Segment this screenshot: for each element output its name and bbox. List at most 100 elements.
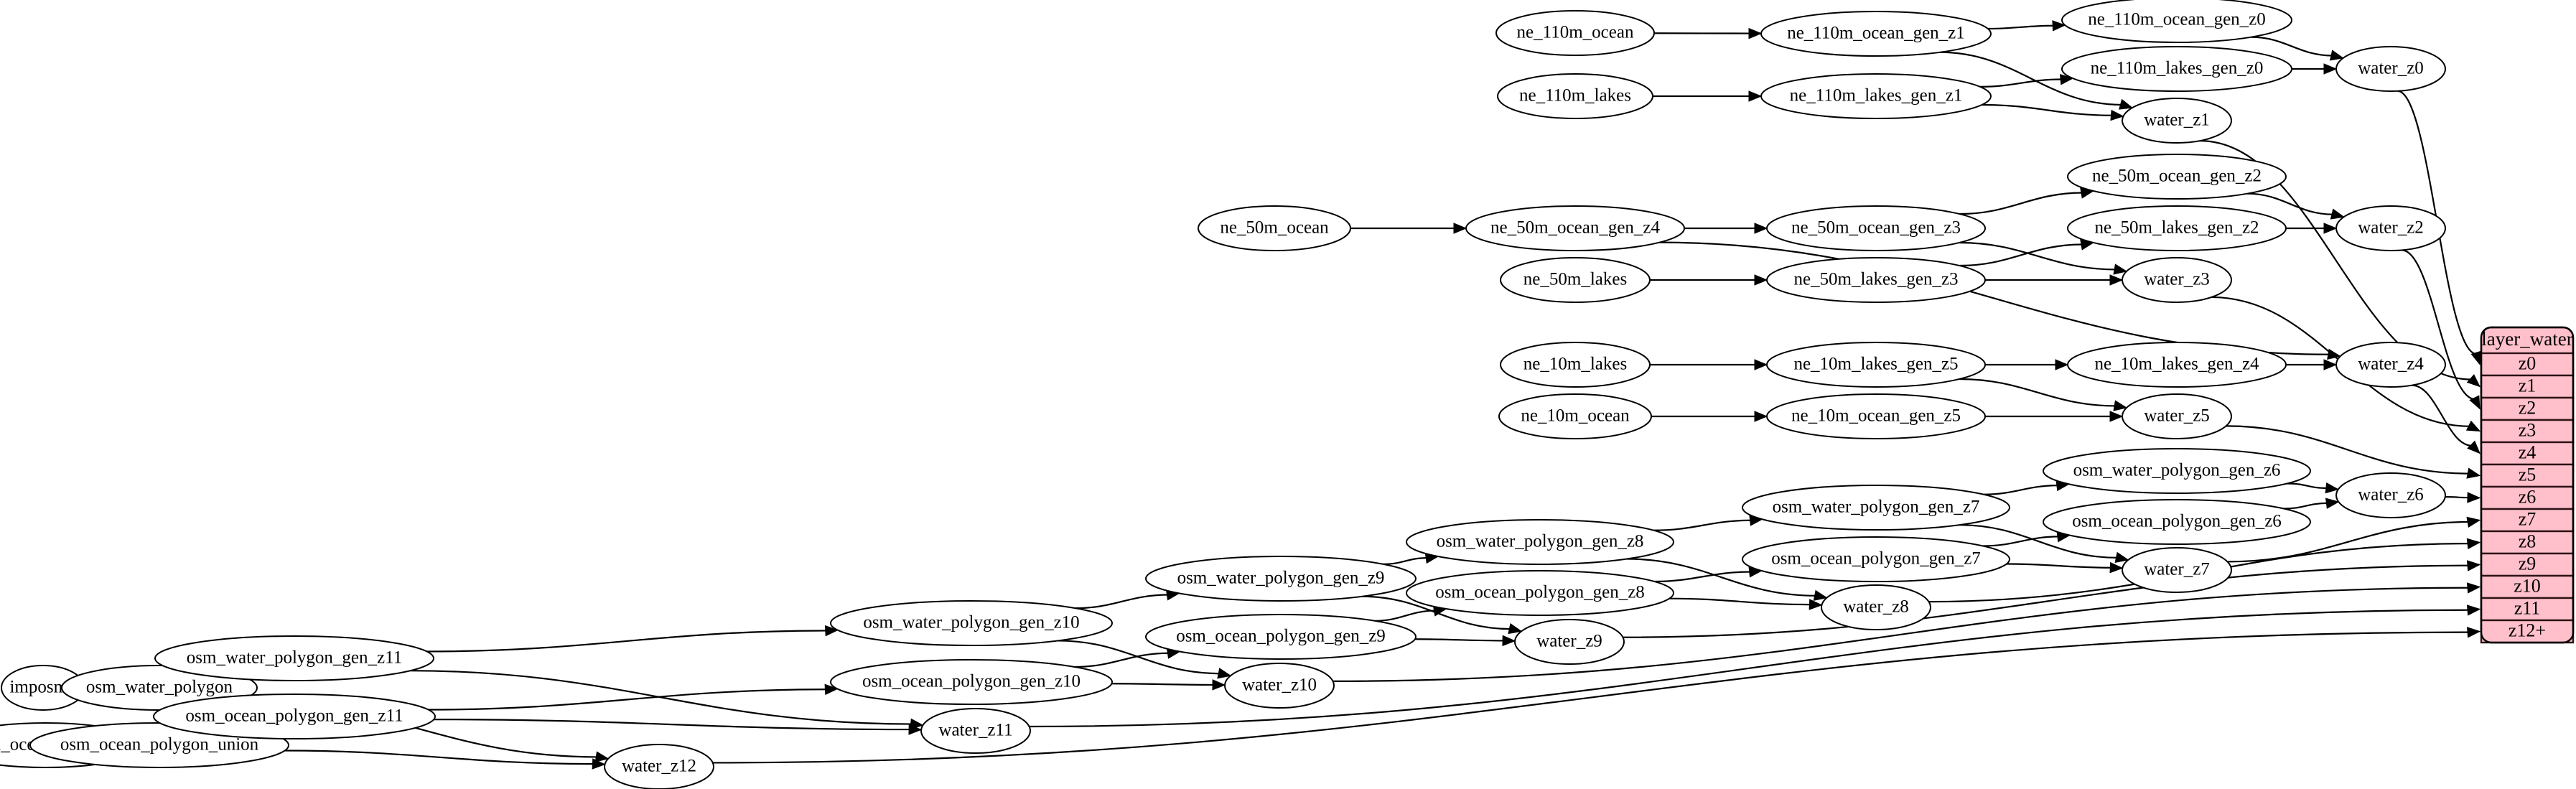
graph-node-water_z7[interactable]: water_z7	[2122, 547, 2232, 593]
node-ellipse[interactable]	[1498, 393, 1652, 439]
node-ellipse[interactable]	[1766, 342, 1986, 388]
node-ellipse[interactable]	[2043, 448, 2311, 494]
graph-node-ne_50m_ocean[interactable]: ne_50m_ocean	[1198, 205, 1351, 251]
graph-node-ne_10m_lakes_gen_z5[interactable]: ne_10m_lakes_gen_z5	[1766, 342, 1986, 388]
node-ellipse[interactable]	[2335, 472, 2446, 518]
node-ellipse[interactable]	[2122, 547, 2232, 593]
node-ellipse[interactable]	[2122, 393, 2232, 439]
graph-node-ne_10m_lakes_gen_z4[interactable]: ne_10m_lakes_gen_z4	[2067, 342, 2287, 388]
graph-node-ne_110m_lakes[interactable]: ne_110m_lakes	[1497, 73, 1653, 119]
graph-node-osm_water_polygon_gen_z11[interactable]: osm_water_polygon_gen_z11	[154, 635, 434, 681]
node-ellipse[interactable]	[2067, 342, 2287, 388]
graph-node-ne_50m_ocean_gen_z3[interactable]: ne_50m_ocean_gen_z3	[1766, 205, 1986, 251]
table-row-label: z12+	[2509, 620, 2546, 640]
graph-node-osm_ocean_polygon_gen_z11[interactable]: osm_ocean_polygon_gen_z11	[153, 694, 436, 739]
node-ellipse[interactable]	[1766, 205, 1986, 251]
edge-arrowhead	[2466, 374, 2481, 388]
node-ellipse[interactable]	[830, 659, 1113, 705]
graph-node-water_z4[interactable]: water_z4	[2335, 342, 2446, 388]
graph-node-osm_ocean_polygon_gen_z6[interactable]: osm_ocean_polygon_gen_z6	[2043, 499, 2311, 545]
graph-node-ne_50m_lakes_gen_z3[interactable]: ne_50m_lakes_gen_z3	[1766, 257, 1986, 303]
node-ellipse[interactable]	[1514, 619, 1625, 665]
graph-node-ne_110m_ocean[interactable]: ne_110m_ocean	[1495, 10, 1655, 56]
graph-node-water_z6[interactable]: water_z6	[2335, 472, 2446, 518]
graph-node-ne_50m_lakes_gen_z2[interactable]: ne_50m_lakes_gen_z2	[2067, 205, 2287, 251]
edge-line	[2287, 482, 2328, 490]
graph-node-osm_water_polygon_gen_z6[interactable]: osm_water_polygon_gen_z6	[2043, 448, 2311, 494]
graph-node-osm_ocean_polygon_gen_z9[interactable]: osm_ocean_polygon_gen_z9	[1145, 614, 1417, 660]
node-ellipse[interactable]	[2335, 46, 2446, 92]
target-table-layer-water[interactable]: layer_waterz0z1z2z3z4z5z6z7z8z9z10z11z12…	[2480, 326, 2575, 644]
node-label: water_z5	[2144, 406, 2210, 426]
graph-node-water_z8[interactable]: water_z8	[1821, 584, 1931, 630]
node-ellipse[interactable]	[920, 708, 1031, 754]
graph-node-osm_ocean_polygon_gen_z10[interactable]: osm_ocean_polygon_gen_z10	[830, 659, 1113, 705]
node-ellipse[interactable]	[1406, 570, 1674, 616]
node-ellipse[interactable]	[154, 635, 434, 681]
graph-node-osm_water_polygon_gen_z10[interactable]: osm_water_polygon_gen_z10	[830, 600, 1113, 646]
graph-node-water_z9[interactable]: water_z9	[1514, 619, 1625, 665]
graph-node-water_z12[interactable]: water_z12	[604, 744, 714, 789]
graph-node-water_z11[interactable]: water_z11	[920, 708, 1031, 754]
node-ellipse[interactable]	[1766, 393, 1986, 439]
graph-node-osm_ocean_polygon_gen_z8[interactable]: osm_ocean_polygon_gen_z8	[1406, 570, 1674, 616]
node-ellipse[interactable]	[1760, 11, 1992, 57]
node-ellipse[interactable]	[1821, 584, 1931, 630]
table-row-cell[interactable]	[2480, 552, 2575, 577]
graph-edge	[1653, 515, 1763, 531]
graph-node-ne_50m_ocean_gen_z4[interactable]: ne_50m_ocean_gen_z4	[1465, 205, 1685, 251]
node-ellipse[interactable]	[2122, 257, 2232, 303]
graph-node-water_z2[interactable]: water_z2	[2335, 205, 2446, 251]
graph-node-ne_110m_ocean_gen_z0[interactable]: ne_110m_ocean_gen_z0	[2061, 0, 2292, 43]
graph-node-osm_water_polygon_gen_z9[interactable]: osm_water_polygon_gen_z9	[1145, 556, 1417, 602]
node-ellipse[interactable]	[1465, 205, 1685, 251]
node-ellipse[interactable]	[1145, 614, 1417, 660]
graph-node-ne_50m_lakes[interactable]: ne_50m_lakes	[1500, 257, 1651, 303]
graph-node-ne_110m_ocean_gen_z1[interactable]: ne_110m_ocean_gen_z1	[1760, 11, 1992, 57]
table-row-cell[interactable]	[2480, 485, 2575, 510]
graph-node-ne_10m_ocean[interactable]: ne_10m_ocean	[1498, 393, 1652, 439]
graph-node-imposm3[interactable]: imposm3	[1, 665, 85, 711]
node-ellipse[interactable]	[1766, 257, 1986, 303]
graph-node-water_z10[interactable]: water_z10	[1224, 663, 1335, 709]
node-ellipse[interactable]	[2067, 154, 2287, 200]
node-ellipse[interactable]	[1500, 257, 1651, 303]
graph-node-ne_50m_ocean_gen_z2[interactable]: ne_50m_ocean_gen_z2	[2067, 154, 2287, 200]
node-ellipse[interactable]	[2122, 98, 2232, 144]
graph-node-ne_10m_ocean_gen_z5[interactable]: ne_10m_ocean_gen_z5	[1766, 393, 1986, 439]
node-ellipse[interactable]	[153, 694, 436, 739]
node-ellipse[interactable]	[1198, 205, 1351, 251]
graph-node-osm_ocean_polygon_gen_z7[interactable]: osm_ocean_polygon_gen_z7	[1742, 536, 2010, 582]
node-ellipse[interactable]	[1145, 556, 1417, 602]
graph-node-water_z3[interactable]: water_z3	[2122, 257, 2232, 303]
table-row-cell[interactable]	[2480, 419, 2575, 444]
graph-node-water_z5[interactable]: water_z5	[2122, 393, 2232, 439]
node-ellipse[interactable]	[1742, 485, 2010, 531]
edge-arrowhead	[1754, 274, 1768, 286]
node-ellipse[interactable]	[1760, 73, 1992, 119]
graph-node-ne_10m_lakes[interactable]: ne_10m_lakes	[1500, 342, 1651, 388]
graph-node-osm_water_polygon_gen_z7[interactable]: osm_water_polygon_gen_z7	[1742, 485, 2010, 531]
node-ellipse[interactable]	[830, 600, 1113, 646]
graph-node-ne_110m_lakes_gen_z1[interactable]: ne_110m_lakes_gen_z1	[1760, 73, 1992, 119]
graph-edge	[1985, 359, 2069, 370]
node-ellipse[interactable]	[2061, 46, 2292, 92]
node-ellipse[interactable]	[2335, 205, 2446, 251]
graph-node-water_z1[interactable]: water_z1	[2122, 98, 2232, 144]
node-ellipse[interactable]	[2335, 342, 2446, 388]
node-ellipse[interactable]	[2067, 205, 2287, 251]
node-ellipse[interactable]	[1500, 342, 1651, 388]
graph-node-ne_110m_lakes_gen_z0[interactable]: ne_110m_lakes_gen_z0	[2061, 46, 2292, 92]
edge-line	[2226, 425, 2470, 475]
node-ellipse[interactable]	[1406, 519, 1674, 565]
graph-node-osm_water_polygon_gen_z8[interactable]: osm_water_polygon_gen_z8	[1406, 519, 1674, 565]
node-ellipse[interactable]	[1224, 663, 1335, 709]
node-ellipse[interactable]	[1497, 73, 1653, 119]
table-row-cell[interactable]	[2480, 530, 2575, 555]
node-ellipse[interactable]	[1495, 10, 1655, 56]
node-ellipse[interactable]	[2061, 0, 2292, 43]
node-ellipse[interactable]	[1742, 536, 2010, 582]
graph-node-water_z0[interactable]: water_z0	[2335, 46, 2446, 92]
node-ellipse[interactable]	[2043, 499, 2311, 545]
node-ellipse[interactable]	[604, 744, 714, 789]
